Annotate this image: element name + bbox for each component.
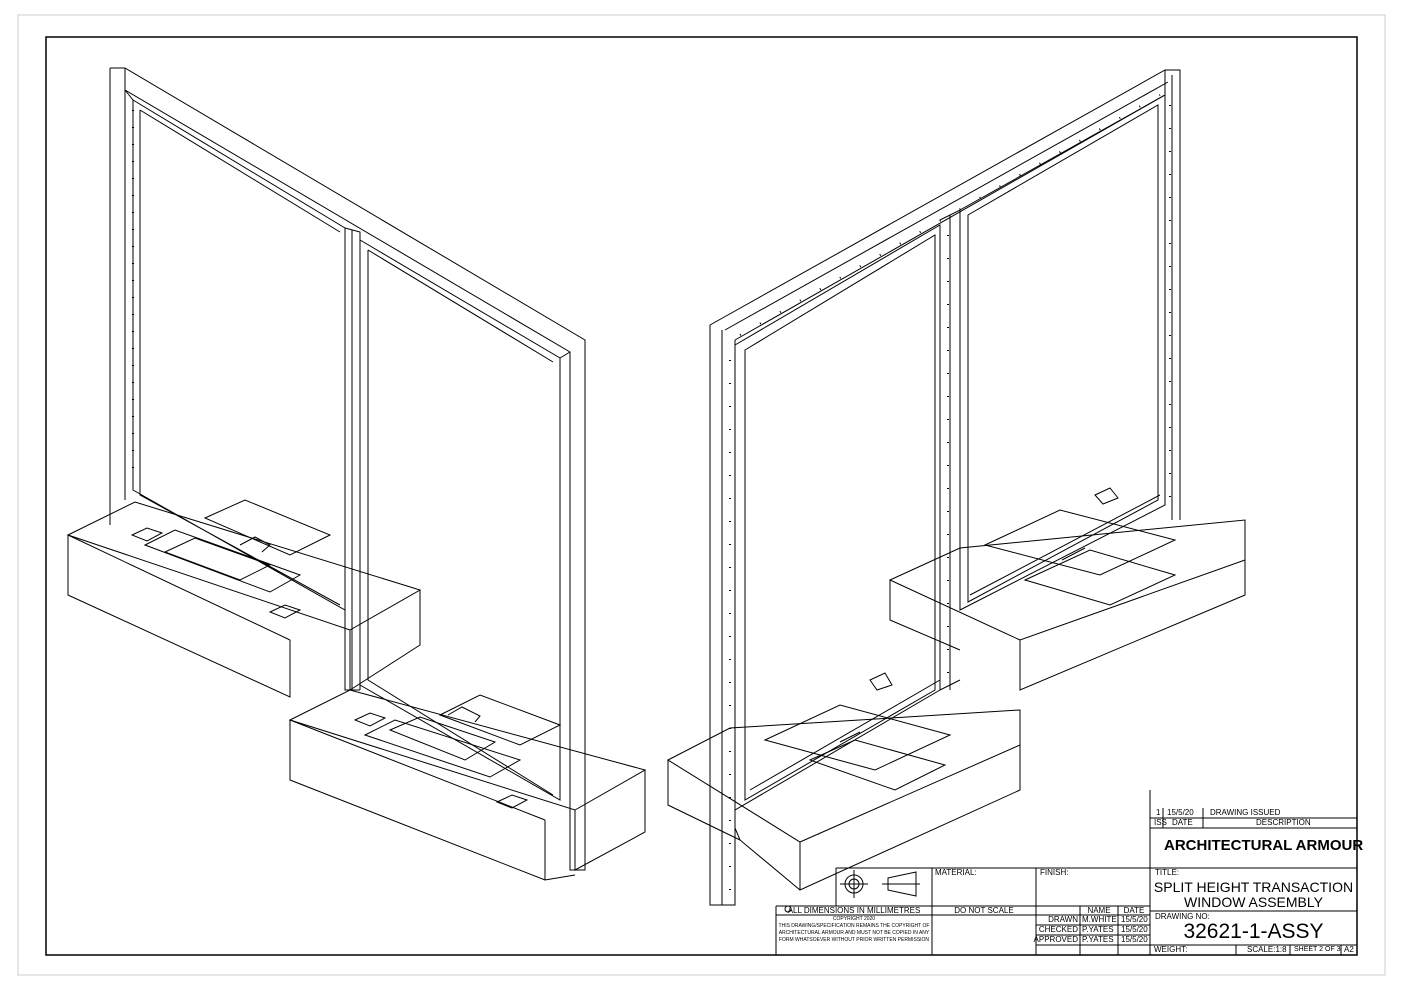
drawing-number: 32621-1-ASSY — [1183, 920, 1324, 943]
title-line-2: WINDOW ASSEMBLY — [1184, 894, 1323, 910]
drawing-frame — [45, 36, 1358, 956]
rev-iss: 1 — [1156, 808, 1161, 817]
role-drawn: DRAWN — [1048, 915, 1078, 924]
rev-description-header: DESCRIPTION — [1256, 818, 1311, 827]
rev-iss-header: ISS — [1154, 818, 1167, 827]
weight-label: WEIGHT: — [1154, 945, 1188, 954]
date-checked: 15/5/20 — [1121, 925, 1148, 934]
sheet-border — [17, 14, 1386, 976]
copyright-line-1: THIS DRAWING/SPECIFICATION REMAINS THE C… — [778, 923, 930, 929]
dimensions-note: ALL DIMENSIONS IN MILLIMETRES — [787, 906, 921, 915]
sheet-number: SHEET 2 OF 3 — [1294, 946, 1341, 953]
date-drawn: 15/5/20 — [1121, 915, 1148, 924]
left-isometric-view — [66, 67, 647, 881]
finish-label: FINISH: — [1040, 868, 1069, 877]
title-block — [775, 790, 1357, 955]
name-checked: P.YATES — [1082, 925, 1114, 934]
right-isometric-view — [666, 69, 1246, 906]
paper-size: A2 — [1344, 945, 1354, 954]
role-checked: CHECKED — [1038, 925, 1078, 934]
do-not-scale: DO NOT SCALE — [954, 906, 1014, 915]
company-logo: ARCHITECTURAL ARMOUR — [1164, 837, 1364, 854]
date-approved: 15/5/20 — [1121, 935, 1148, 944]
rev-date: 15/5/20 — [1167, 808, 1194, 817]
scale: SCALE:1:8 — [1247, 945, 1287, 954]
name-approved: P.YATES — [1082, 935, 1114, 944]
material-label: MATERIAL: — [935, 868, 977, 877]
copyright-line-0: COPYRIGHT 2020 — [832, 916, 876, 922]
title-line-1: SPLIT HEIGHT TRANSACTION — [1153, 879, 1354, 895]
copyright-line-2: ARCHITECTURAL ARMOUR AND MUST NOT BE COP… — [778, 930, 930, 936]
rev-date-header: DATE — [1172, 818, 1193, 827]
copyright-line-3: FORM WHATSOEVER WITHOUT PRIOR WRITTEN PE… — [778, 937, 930, 943]
title-label: TITLE: — [1155, 868, 1180, 877]
role-approved: APPROVED — [1033, 935, 1078, 944]
date-header: DATE — [1123, 906, 1145, 915]
name-header: NAME — [1087, 906, 1111, 915]
name-drawn: M.WHITE — [1082, 915, 1117, 924]
drawing-no-label: DRAWING NO: — [1155, 912, 1210, 921]
rev-description: DRAWING ISSUED — [1210, 808, 1281, 817]
